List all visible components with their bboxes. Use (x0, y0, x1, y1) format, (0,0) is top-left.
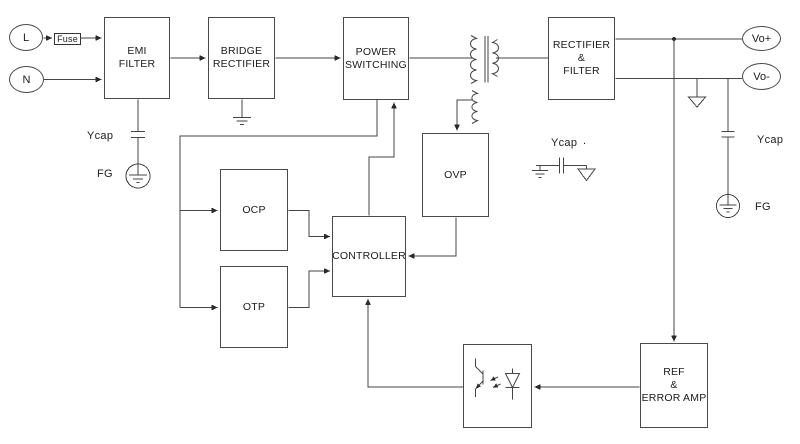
block-controller-label: CONTROLLER (332, 250, 406, 262)
block-emi-filter: EMI FILTER (104, 17, 170, 99)
label-ycap-mid: Ycap (551, 137, 578, 149)
block-rectifier-filter-label: RECTIFIER & FILTER (552, 39, 611, 77)
wire-power-to-ocp-otp (179, 100, 378, 311)
label-ycap-mid-dot: . (583, 135, 587, 147)
light-arrow (492, 383, 501, 388)
label-ycap-right: Ycap (757, 134, 784, 146)
fuse-box: Fuse (54, 33, 81, 45)
block-emi-filter-label: EMI FILTER (118, 45, 156, 70)
block-bridge-rectifier: BRIDGE RECTIFIER (208, 17, 275, 99)
ycap-mid-symbol (532, 157, 596, 182)
terminal-vo-minus-label: Vo- (753, 70, 770, 83)
transformer-secondary-winding (490, 39, 499, 77)
block-optocoupler (463, 344, 532, 428)
block-power-switching-label: POWER SWITCHING (345, 45, 407, 71)
fg-left-earth-symbol (125, 163, 151, 189)
block-ovp: OVP (422, 133, 489, 217)
block-power-switching: POWER SWITCHING (343, 17, 409, 100)
transformer-aux-winding (471, 90, 480, 124)
wire-opto-to-controller (365, 298, 463, 388)
block-ref-error-amp-label: REF & ERROR AMP (641, 366, 707, 404)
wire-ocp-to-controller (288, 210, 331, 240)
block-bridge-rectifier-label: BRIDGE RECTIFIER (212, 45, 271, 70)
block-rectifier-filter: RECTIFIER & FILTER (548, 17, 615, 100)
transformer-primary-winding (470, 35, 479, 84)
wire-ovp-to-controller (408, 217, 457, 259)
wire-controller-to-power (368, 102, 397, 216)
bridge-ground-symbol (233, 99, 251, 125)
block-ocp: OCP (220, 169, 288, 251)
fuse-label: Fuse (57, 34, 78, 44)
ycap-right-branch (721, 78, 735, 195)
block-ref-error-amp: REF & ERROR AMP (640, 343, 708, 428)
terminal-line-label: L (22, 31, 30, 44)
terminal-line: L (9, 24, 43, 51)
block-controller: CONTROLLER (332, 216, 406, 297)
block-otp-label: OTP (242, 300, 266, 313)
terminal-neutral-label: N (22, 73, 31, 86)
block-ovp-label: OVP (444, 168, 467, 181)
transformer-symbol (470, 35, 499, 124)
ycap-left-branch (131, 99, 145, 164)
wire-otp-to-controller (288, 268, 331, 308)
optocoupler-symbol (475, 358, 521, 400)
terminal-vo-minus: Vo- (742, 63, 781, 90)
terminal-neutral: N (9, 66, 44, 93)
wire-aux-to-ovp (454, 99, 473, 131)
block-ocp-label: OCP (242, 203, 266, 216)
label-fg-left: FG (97, 168, 113, 180)
chassis-arrow-output (687, 78, 707, 108)
fg-right-earth-symbol (716, 194, 740, 218)
label-fg-right: FG (755, 201, 771, 213)
label-ycap-left: Ycap (87, 130, 114, 142)
terminal-vo-plus: Vo+ (742, 26, 781, 51)
terminal-vo-plus-label: Vo+ (751, 32, 772, 45)
light-arrow (490, 376, 499, 381)
block-otp: OTP (220, 266, 288, 348)
